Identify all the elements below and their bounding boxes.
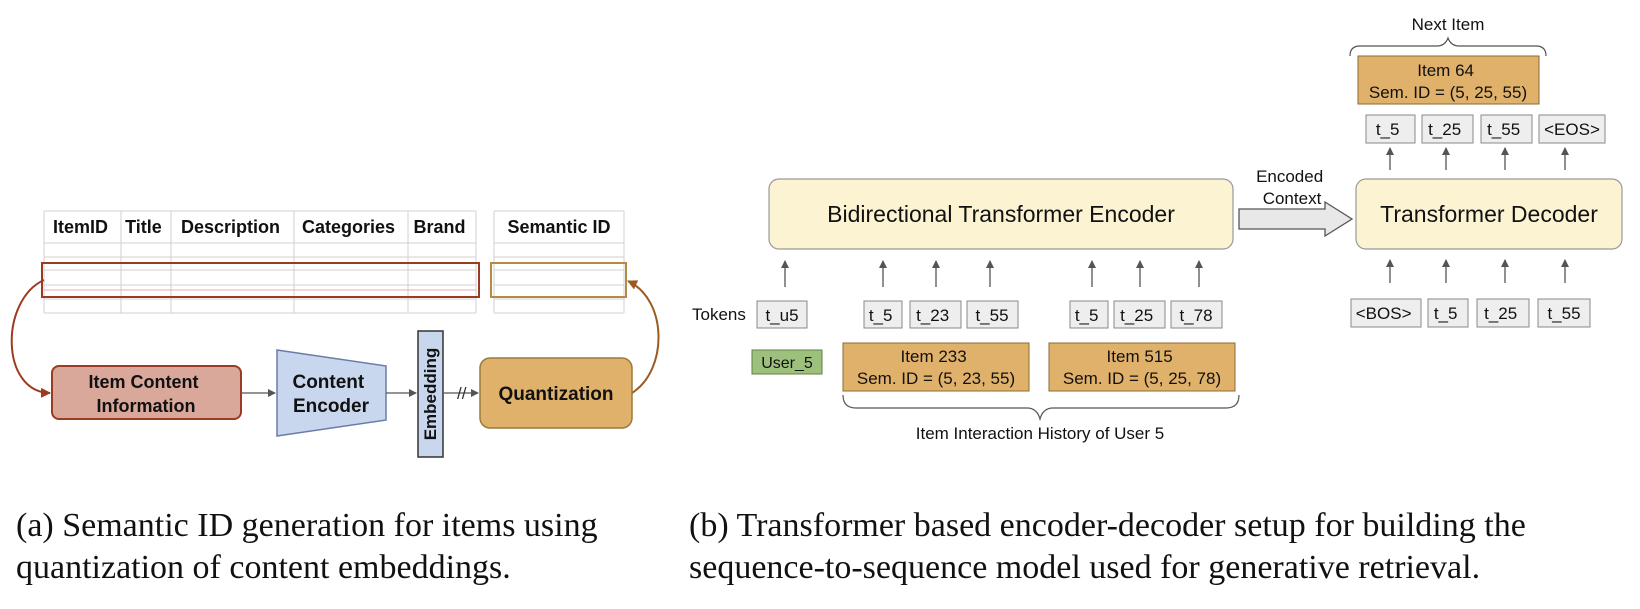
item-table: ItemID Title Description Categories Bran… bbox=[41, 210, 627, 314]
decoder-output-3: t_55 bbox=[1487, 120, 1520, 139]
caption-a-line-1: (a) Semantic ID generation for items usi… bbox=[16, 507, 598, 544]
caption-b: (b) Transformer based encoder-decoder se… bbox=[689, 505, 1526, 589]
user-label: User_5 bbox=[761, 355, 813, 372]
token-box bbox=[1350, 298, 1422, 328]
caption-a-line-2: quantization of content embeddings. bbox=[16, 549, 511, 586]
item-content-label-2: Information bbox=[97, 396, 196, 416]
token-box bbox=[1421, 114, 1474, 144]
decoder-output-2: t_25 bbox=[1428, 120, 1461, 139]
caption-a: (a) Semantic ID generation for items usi… bbox=[16, 505, 598, 589]
decoder-output-4: <EOS> bbox=[1544, 120, 1600, 139]
decoder-outputs: t_5 t_25 t_55 <EOS> bbox=[1365, 114, 1606, 144]
next-item-title: Item 64 bbox=[1417, 61, 1474, 80]
tokens-label: Tokens bbox=[692, 305, 746, 324]
table-header-description: Description bbox=[181, 217, 280, 237]
item-1-token-3: t_55 bbox=[975, 306, 1008, 325]
svg-text:Item 233 Sem. ID = (5, 23,: Item 233 Sem. ID = (5, 23, 55) bbox=[857, 347, 1015, 388]
content-encoder-label-1: Content bbox=[292, 372, 364, 393]
quantization-to-semantic-arrow bbox=[627, 280, 660, 394]
decoder-input-3: t_25 bbox=[1484, 304, 1517, 323]
token-box bbox=[966, 300, 1019, 329]
highlighted-item-row bbox=[41, 262, 480, 298]
decoder-inputs: <BOS> t_5 t_25 t_55 bbox=[1350, 298, 1591, 328]
item-1-title: Item 233 bbox=[901, 347, 967, 366]
decoder-output-1: t_5 bbox=[1376, 120, 1400, 139]
next-item-sem-id: Sem. ID = (5, 25, 55) bbox=[1369, 83, 1527, 102]
token-box bbox=[1537, 298, 1591, 328]
history-label: Item Interaction History of User 5 bbox=[916, 424, 1164, 443]
svg-text:Content Encoder: Content Encoder bbox=[292, 372, 369, 417]
row-to-content-arrow bbox=[10, 279, 51, 398]
item-2-token-1: t_5 bbox=[1075, 306, 1099, 325]
next-item-label: Next Item bbox=[1412, 15, 1485, 34]
svg-text:t_5 t_23 t_55: t_5 t_23 t_55 bbox=[869, 306, 1009, 325]
item-1-sem-id: Sem. ID = (5, 23, 55) bbox=[857, 369, 1015, 388]
break-mark: // bbox=[457, 384, 467, 403]
next-item-box bbox=[1357, 55, 1540, 105]
item-1-token-1: t_5 bbox=[869, 306, 893, 325]
user-token: t_u5 bbox=[765, 306, 798, 325]
token-box bbox=[1113, 300, 1166, 329]
content-encoder-box bbox=[276, 349, 387, 437]
item-2-tokens: t_5 t_25 t_78 bbox=[1069, 300, 1223, 329]
svg-text:Item Content Information: Item Content Information bbox=[88, 372, 203, 416]
table-header-title: Title bbox=[125, 217, 162, 237]
table-header-brand: Brand bbox=[413, 217, 465, 237]
table-header-itemid: ItemID bbox=[53, 217, 108, 237]
item-1-token-2: t_23 bbox=[916, 306, 949, 325]
token-box bbox=[1538, 114, 1606, 144]
token-box bbox=[1476, 298, 1530, 328]
item-2-title: Item 515 bbox=[1107, 347, 1173, 366]
svg-text:Item 64 Sem. ID = (5, 25,: Item 64 Sem. ID = (5, 25, 55) bbox=[1369, 61, 1527, 102]
svg-text:t_5 t_25 t_78: t_5 t_25 t_78 bbox=[1075, 306, 1213, 325]
embedding-label: Embedding bbox=[421, 348, 440, 441]
next-item-brace bbox=[1349, 36, 1547, 57]
svg-text:Encoded Context: Encoded Context bbox=[1256, 167, 1328, 208]
quantization-box bbox=[479, 357, 633, 429]
encoded-context-label-2: Context bbox=[1263, 189, 1322, 208]
item-1-tokens: t_5 t_23 t_55 bbox=[863, 300, 1019, 329]
token-box bbox=[863, 300, 903, 329]
quantization-label: Quantization bbox=[498, 384, 613, 405]
item-2-token-3: t_78 bbox=[1179, 306, 1212, 325]
decoder-input-4: t_55 bbox=[1547, 304, 1580, 323]
decoder-label: Transformer Decoder bbox=[1380, 201, 1598, 227]
svg-text:ItemID Title Descr: ItemID Title Description Categories Bran… bbox=[53, 217, 611, 237]
item-2-token-2: t_25 bbox=[1120, 306, 1153, 325]
table-header-categories: Categories bbox=[302, 217, 395, 237]
token-box bbox=[1365, 114, 1416, 144]
highlighted-semantic-row bbox=[490, 262, 627, 298]
svg-text:t_5 t_25 t_55: t_5 t_25 t_55 <EOS> bbox=[1376, 120, 1600, 139]
content-encoder-label-2: Encoder bbox=[293, 396, 370, 417]
embedding-box bbox=[417, 330, 444, 458]
token-box bbox=[1170, 300, 1223, 329]
user-box bbox=[751, 349, 823, 375]
table-header-semantic-id: Semantic ID bbox=[507, 217, 610, 237]
token-box bbox=[1069, 300, 1109, 329]
encoder-box bbox=[768, 178, 1234, 250]
decoder-box bbox=[1355, 178, 1623, 250]
encoded-context-label-1: Encoded bbox=[1256, 167, 1323, 186]
caption-b-line-1: (b) Transformer based encoder-decoder se… bbox=[689, 507, 1526, 544]
encoded-context-arrow bbox=[1238, 200, 1354, 238]
svg-text:Item 515 Sem. ID = (5, 25,: Item 515 Sem. ID = (5, 25, 78) bbox=[1063, 347, 1221, 388]
token-box bbox=[909, 300, 962, 329]
token-box bbox=[1427, 298, 1469, 328]
user-token-box bbox=[756, 300, 808, 329]
decoder-input-2: t_5 bbox=[1434, 304, 1458, 323]
svg-text:<BOS> t_5 t_25: <BOS> t_5 t_25 t_55 bbox=[1356, 304, 1581, 323]
token-box bbox=[1480, 114, 1533, 144]
caption-b-line-2: sequence-to-sequence model used for gene… bbox=[689, 549, 1481, 586]
item-1-box bbox=[842, 342, 1030, 392]
decoder-input-1: <BOS> bbox=[1356, 304, 1412, 323]
encoder-label: Bidirectional Transformer Encoder bbox=[827, 201, 1175, 227]
item-2-sem-id: Sem. ID = (5, 25, 78) bbox=[1063, 369, 1221, 388]
item-content-label-1: Item Content bbox=[88, 372, 198, 392]
history-brace bbox=[842, 394, 1240, 422]
item-2-box bbox=[1048, 342, 1236, 392]
